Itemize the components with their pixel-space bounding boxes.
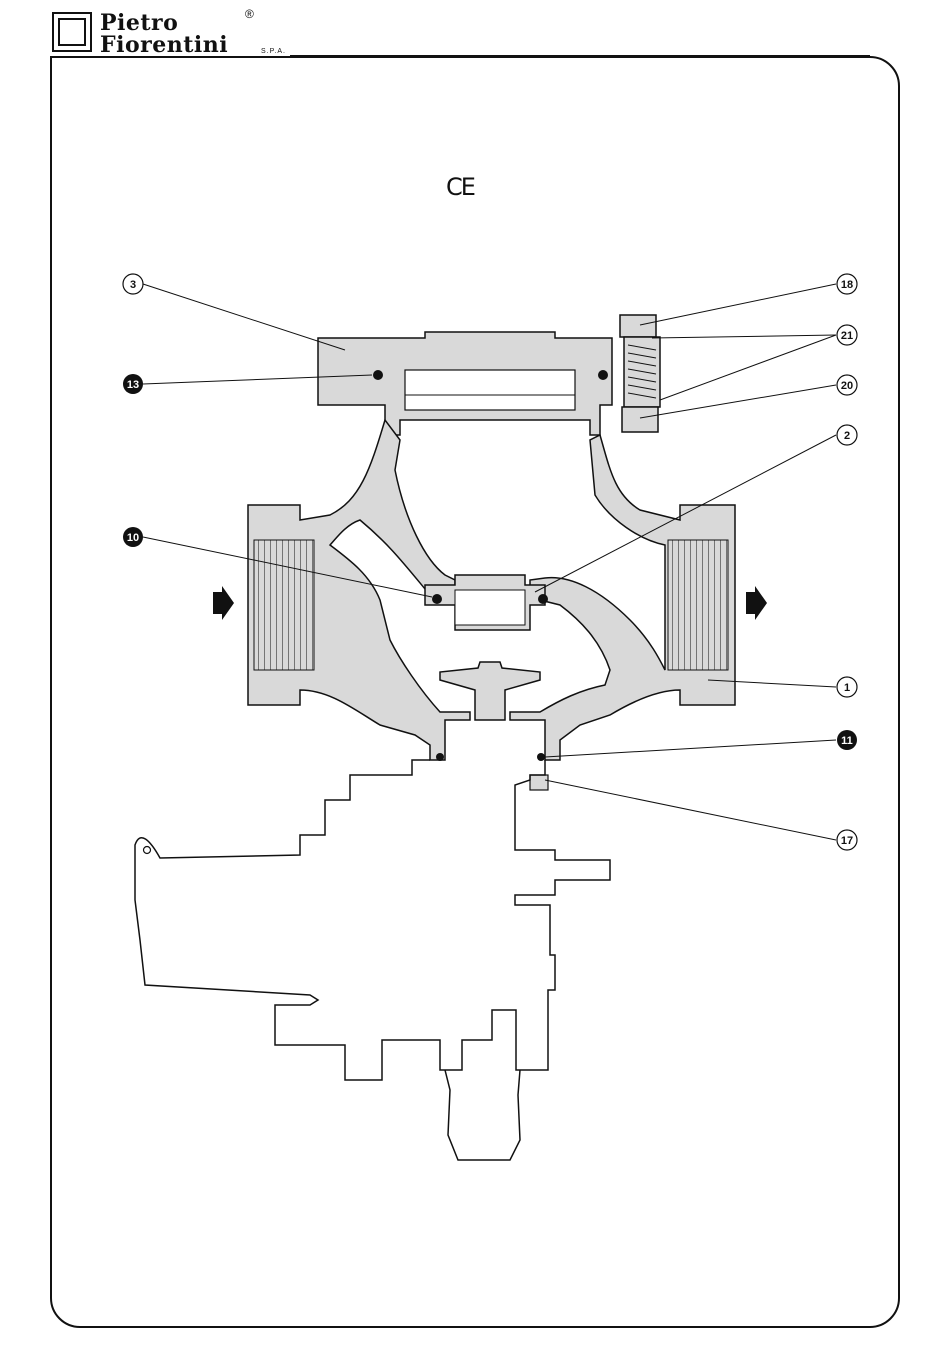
callout-17: 17 [837,830,857,850]
callout-20: 20 [837,375,857,395]
callout-10: 10 [123,527,143,547]
callout-13: 13 [123,374,143,394]
callout-2-label: 2 [844,430,850,442]
callout-3-label: 3 [130,279,136,291]
outlet-thread [668,540,728,670]
callout-11: 11 [837,730,857,750]
callout-1-label: 1 [844,682,850,694]
actuator-outline [135,760,610,1080]
inlet-flow-arrow-icon [213,586,234,620]
callout-21: 21 [837,325,857,345]
callout-17-label: 17 [841,835,853,847]
fitting-17 [530,775,548,790]
callout-18-label: 18 [841,279,853,291]
actuator-pivot-hole [144,847,151,854]
screw-head [620,315,656,337]
callout-10-label: 10 [127,532,139,544]
callout-20-label: 20 [841,380,853,392]
callout-11-label: 11 [841,735,853,747]
outlet-flow-arrow-icon [746,586,767,620]
callout-1: 1 [837,677,857,697]
callout-2: 2 [837,425,857,445]
callout-21-label: 21 [841,330,853,342]
actuator-lower-cup [445,1070,520,1160]
cover-window [405,370,575,410]
inlet-thread [254,540,314,670]
callout-18: 18 [837,274,857,294]
callout-3: 3 [123,274,143,294]
screw-nut [622,407,658,432]
callout-13-label: 13 [127,379,139,391]
